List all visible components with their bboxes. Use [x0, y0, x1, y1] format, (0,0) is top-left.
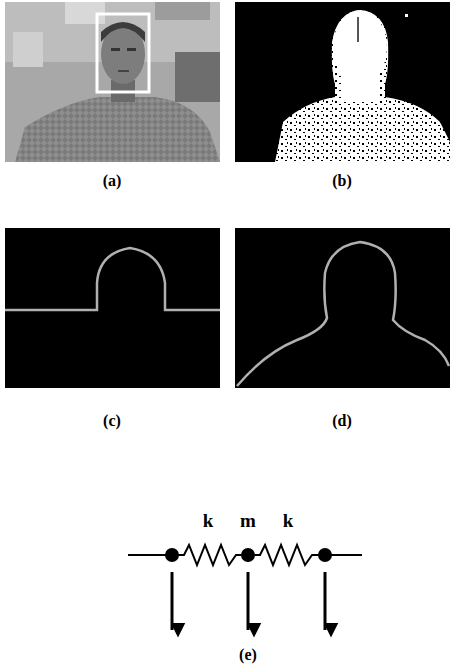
- panel-caption: (a): [103, 173, 122, 189]
- mask-panel: [235, 2, 450, 162]
- photo-panel: [5, 2, 220, 162]
- panel-caption: (d): [332, 413, 352, 429]
- panel-caption: (c): [103, 413, 121, 429]
- spring-constant: k: [283, 511, 294, 530]
- initial-contour-panel: [5, 228, 220, 388]
- spring-mass-model: [128, 545, 362, 630]
- panel-caption: (b): [332, 173, 352, 189]
- mass-label: m: [240, 511, 256, 530]
- panel-caption: (e): [239, 647, 257, 663]
- spring-constant: k: [203, 511, 214, 530]
- final-contour-panel: [235, 228, 450, 388]
